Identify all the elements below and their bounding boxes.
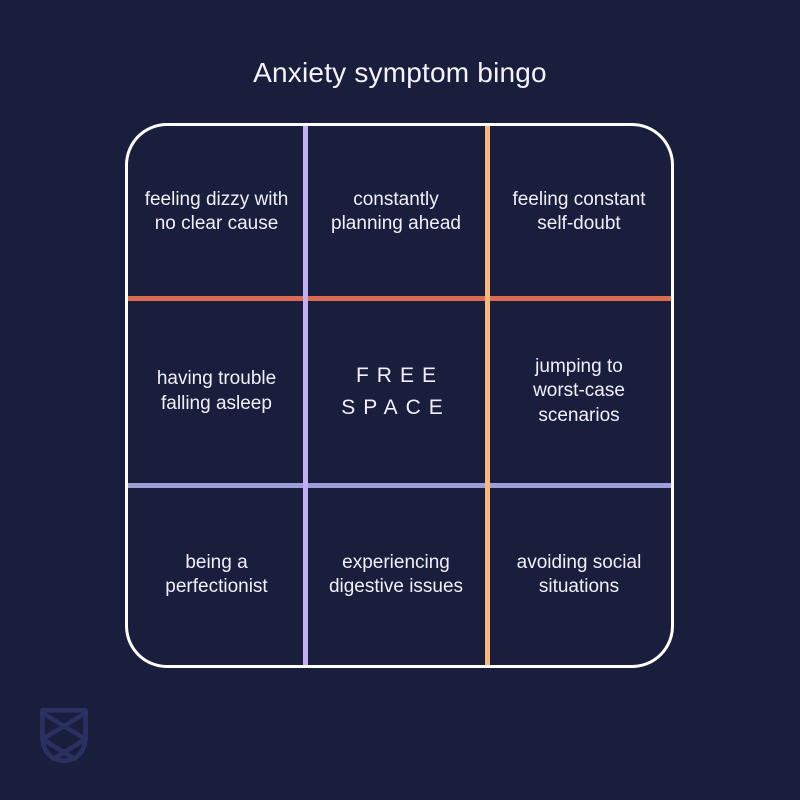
divider-horizontal-bottom [128,483,671,488]
bingo-cell-text: constantly planning ahead [331,188,461,234]
bingo-cells: feeling dizzy with no clear cause consta… [128,126,671,665]
page-title: Anxiety symptom bingo [253,57,547,88]
bingo-cell-text: experiencing digestive issues [328,551,464,597]
divider-vertical-left [303,126,308,665]
bingo-cell-text: feeling constant self-doubt [512,188,646,234]
bingo-board-inner: feeling dizzy with no clear cause consta… [128,126,671,665]
bingo-cell-r3c1: being a perfectionist [128,485,305,665]
bingo-cell-text: being a perfectionist [165,551,268,597]
bingo-cell-free-space: FREE SPACE [305,298,487,485]
shield-lattice-logo [37,703,91,768]
bingo-cell-text: having trouble falling asleep [156,368,277,414]
bingo-board: feeling dizzy with no clear cause consta… [125,123,674,668]
bingo-cell-text: avoiding social situations [516,551,642,597]
shield-lattice-strokes [40,708,88,763]
bingo-cell-r1c3: feeling constant self-doubt [487,126,671,298]
bingo-cell-r3c3: avoiding social situations [487,485,671,665]
bingo-cell-r2c1: having trouble falling asleep [128,298,305,485]
bingo-cell-r1c2: constantly planning ahead [305,126,487,298]
bingo-cell-text: feeling dizzy with no clear cause [144,188,289,234]
divider-vertical-right [485,126,490,665]
bingo-cell-r3c2: experiencing digestive issues [305,485,487,665]
divider-horizontal-top [128,296,671,301]
bingo-cell-r2c3: jumping to worst-case scenarios [487,298,671,485]
free-space-text: FREE SPACE [341,364,451,419]
bingo-cell-r1c1: feeling dizzy with no clear cause [128,126,305,298]
bingo-cell-text: jumping to worst-case scenarios [533,356,625,426]
